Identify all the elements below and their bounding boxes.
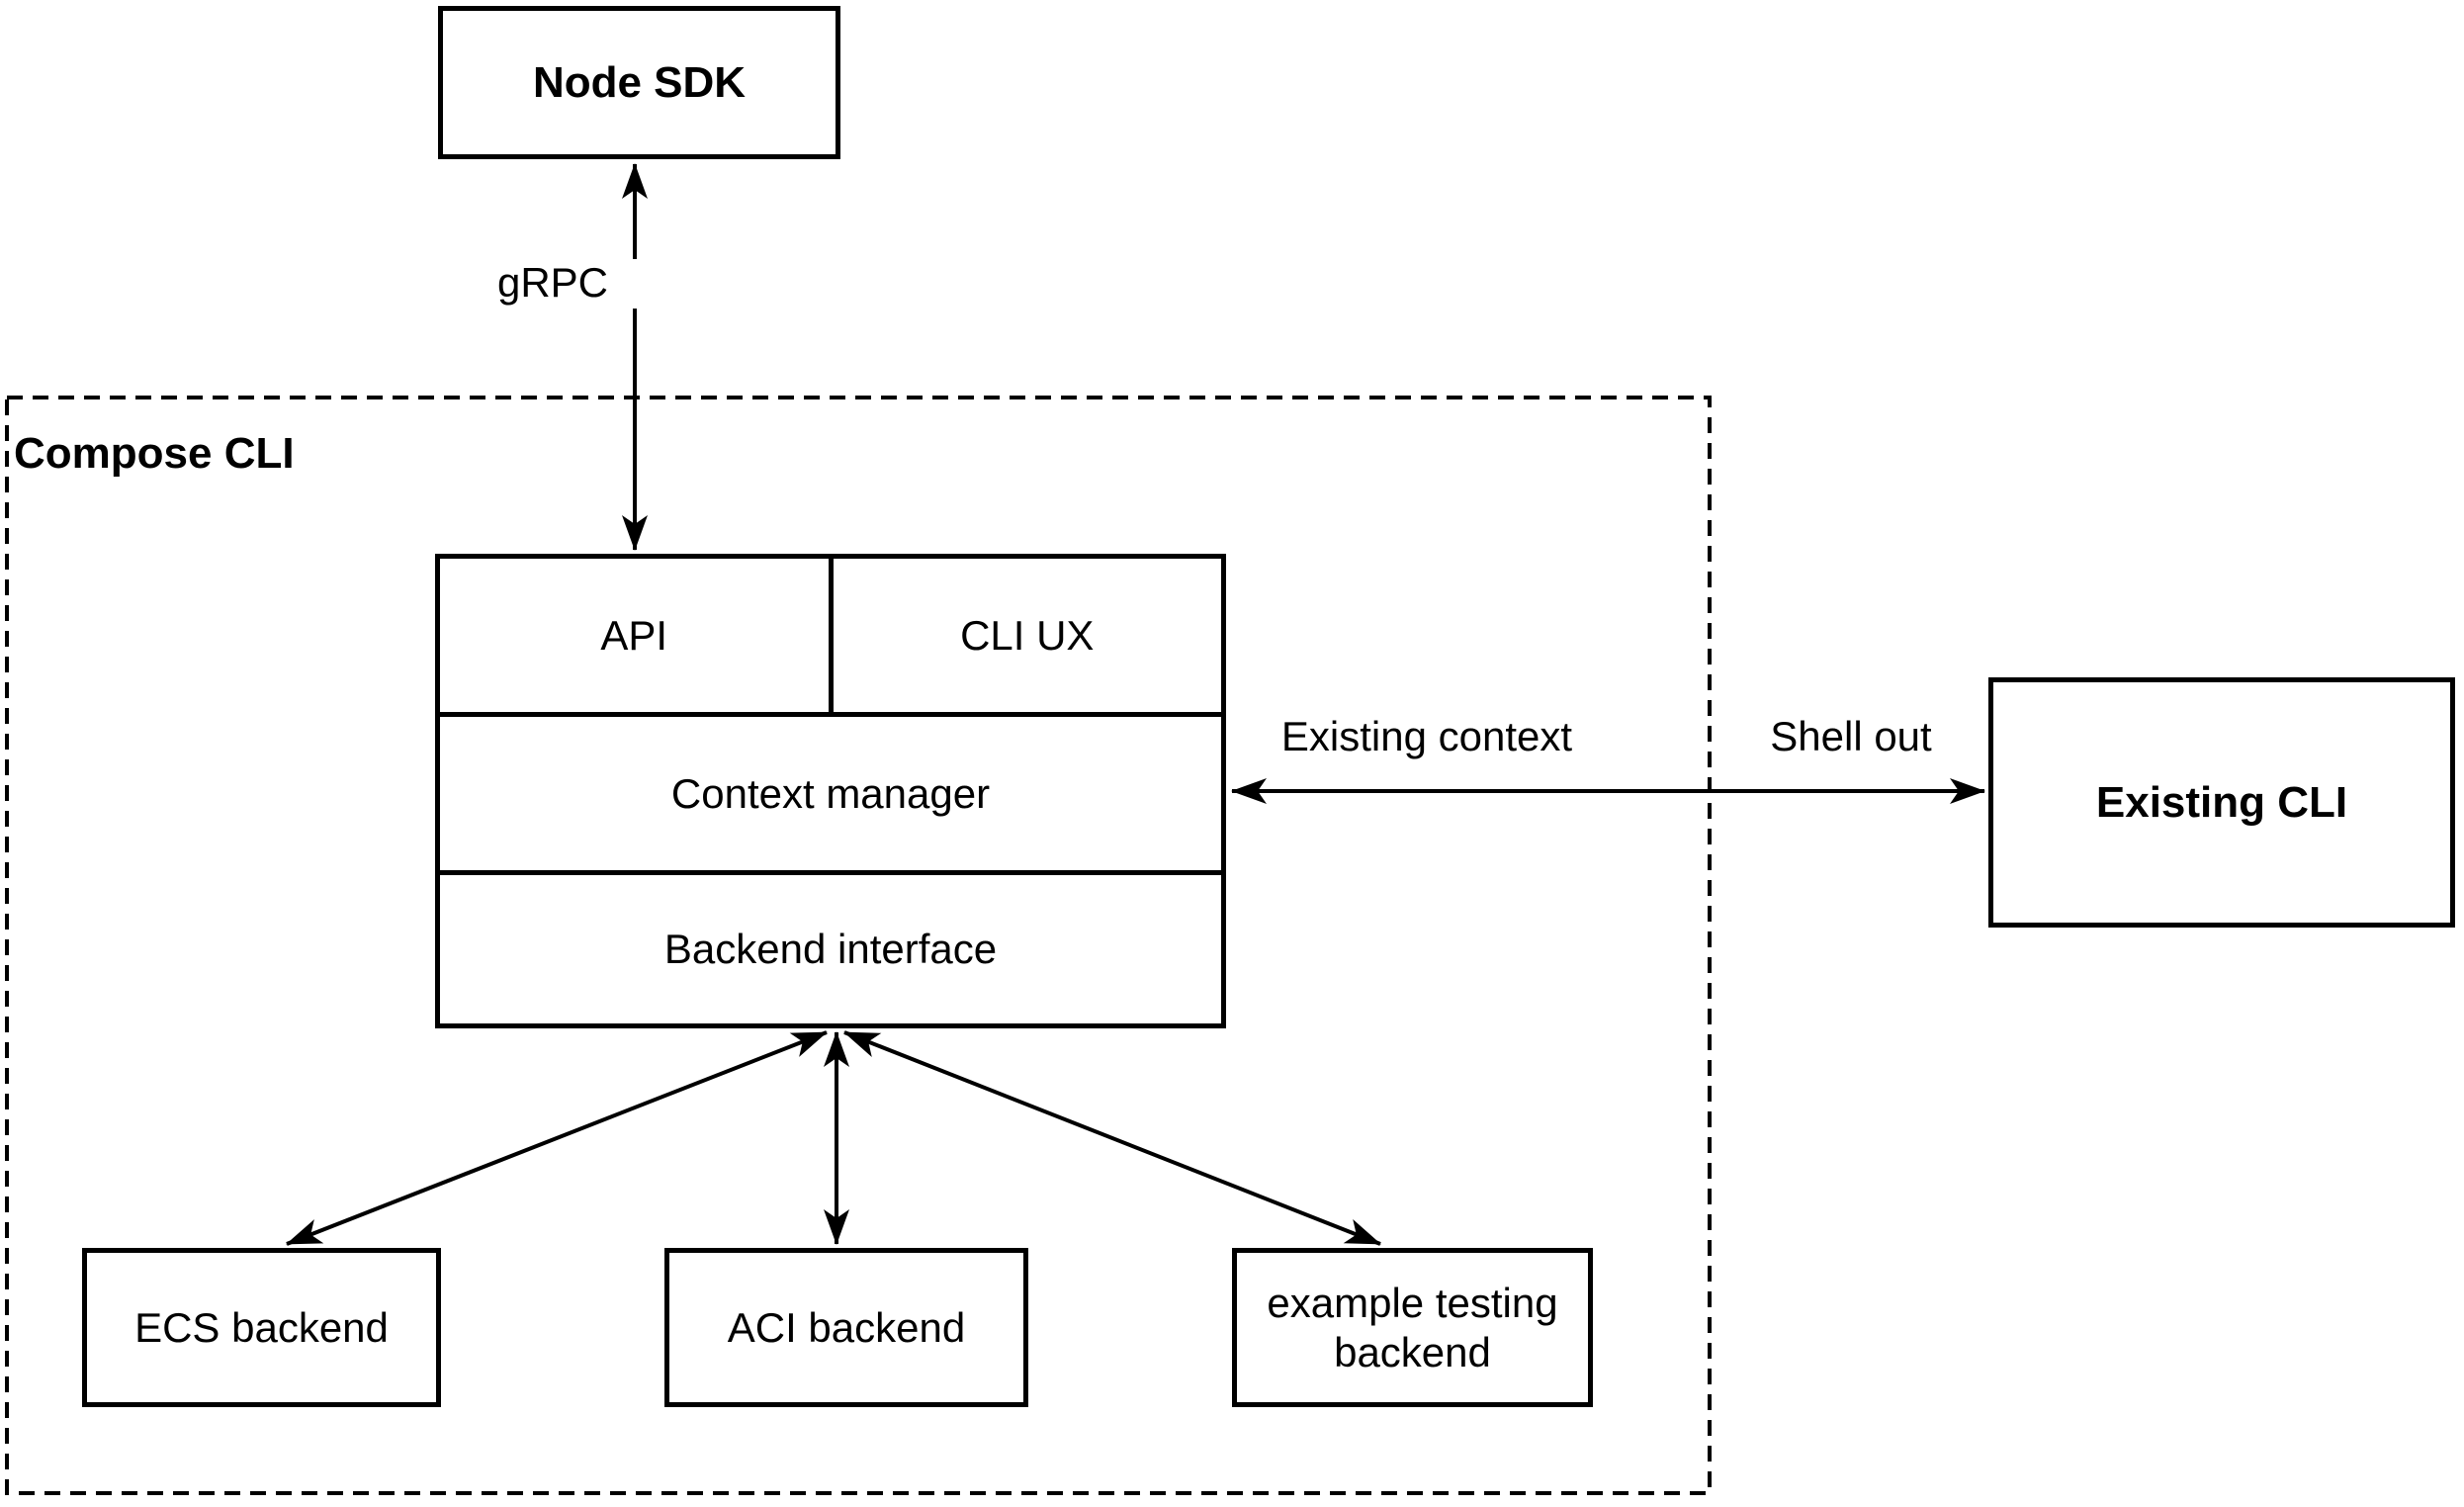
aci-backend-label: ACI backend xyxy=(727,1303,966,1351)
api-label: API xyxy=(600,611,668,659)
grpc-edge-label: gRPC xyxy=(454,259,652,309)
node-sdk-label: Node SDK xyxy=(532,57,747,107)
example-testing-backend-label: example testing backend xyxy=(1267,1279,1558,1375)
api-box: API xyxy=(440,559,834,712)
api-cliux-row: API CLI UX xyxy=(440,559,1221,717)
context-manager-label: Context manager xyxy=(670,769,991,817)
shell-out-edge-label: Shell out xyxy=(1752,713,1950,760)
cli-ux-box: CLI UX xyxy=(834,559,1222,712)
existing-cli-box: Existing CLI xyxy=(1988,677,2455,928)
cli-ux-label: CLI UX xyxy=(960,611,1095,659)
context-manager-box: Context manager xyxy=(440,717,1221,875)
existing-context-edge-label: Existing context xyxy=(1254,713,1600,760)
example-testing-backend-box: example testing backend xyxy=(1232,1248,1593,1407)
example-backend-edge xyxy=(843,1030,1381,1246)
ecs-backend-edge xyxy=(286,1030,828,1246)
node-sdk-box: Node SDK xyxy=(438,6,840,159)
backend-interface-label: Backend interface xyxy=(663,926,998,972)
aci-backend-box: ACI backend xyxy=(664,1248,1028,1407)
existing-cli-label: Existing CLI xyxy=(2095,777,2348,827)
ecs-backend-box: ECS backend xyxy=(82,1248,441,1407)
compose-cli-container-label: Compose CLI xyxy=(14,429,295,478)
compose-cli-core-box: API CLI UX Context manager Backend inter… xyxy=(435,554,1226,1028)
ecs-backend-label: ECS backend xyxy=(134,1303,389,1351)
backend-interface-box: Backend interface xyxy=(440,875,1221,1023)
